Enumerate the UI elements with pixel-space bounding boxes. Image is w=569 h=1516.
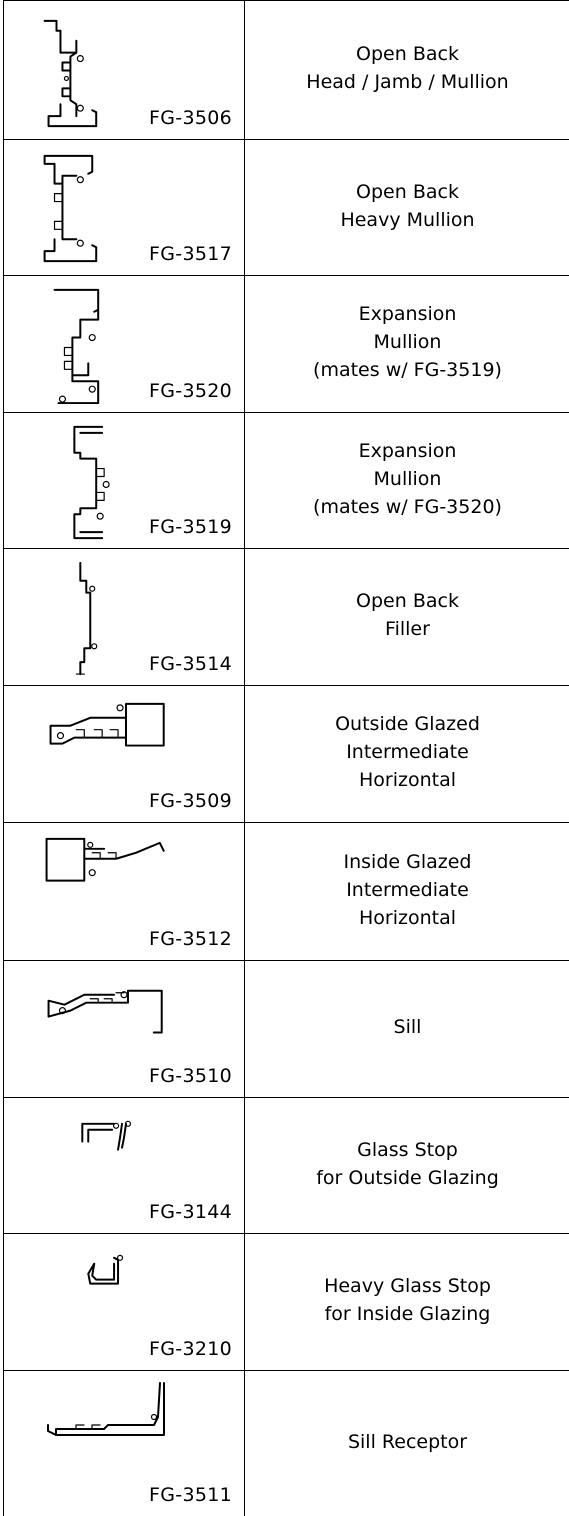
profile-drawing-fg3514	[75, 561, 98, 676]
part-number: FG-3514	[149, 653, 232, 675]
table-row: FG-3210 Heavy Glass Stop for Inside Glaz…	[4, 1234, 569, 1371]
table-row: FG-3506 Open Back Head / Jamb / Mullion	[4, 1, 569, 140]
table-row: FG-3520 Expansion Mullion (mates w/ FG-3…	[4, 276, 569, 413]
profile-table: FG-3506 Open Back Head / Jamb / Mullion …	[3, 0, 569, 1516]
description: Sill	[393, 1016, 422, 1038]
profile-cell: FG-3510	[4, 961, 245, 1097]
table-row: FG-3511 Sill Receptor	[4, 1371, 569, 1516]
description: Glass Stop for Outside Glazing	[316, 1138, 499, 1189]
description-cell: Outside Glazed Intermediate Horizontal	[245, 686, 569, 822]
part-number: FG-3519	[149, 516, 232, 538]
table-row: FG-3519 Expansion Mullion (mates w/ FG-3…	[4, 413, 569, 549]
description: Expansion Mullion (mates w/ FG-3519)	[313, 303, 502, 381]
profile-drawing-fg3509	[49, 702, 165, 747]
profile-cell: FG-3144	[4, 1098, 245, 1233]
profile-drawing-fg3506	[43, 19, 98, 128]
description-cell: Open Back Heavy Mullion	[245, 140, 569, 275]
profile-drawing-fg3519	[73, 425, 110, 540]
description-cell: Heavy Glass Stop for Inside Glazing	[245, 1234, 569, 1370]
description-cell: Inside Glazed Intermediate Horizontal	[245, 823, 569, 960]
part-number: FG-3510	[149, 1065, 232, 1087]
description-cell: Sill	[245, 961, 569, 1097]
description: Open Back Head / Jamb / Mullion	[306, 43, 509, 93]
part-number: FG-3512	[149, 928, 232, 950]
profile-cell: FG-3512	[4, 823, 245, 960]
profile-cell: FG-3514	[4, 549, 245, 685]
part-number: FG-3511	[149, 1484, 232, 1506]
description: Outside Glazed Intermediate Horizontal	[335, 713, 480, 791]
profile-drawing-fg3210	[87, 1254, 124, 1285]
description: Sill Receptor	[347, 1430, 468, 1453]
description-cell: Sill Receptor	[245, 1371, 569, 1516]
description-cell: Open Back Head / Jamb / Mullion	[245, 1, 569, 139]
part-number: FG-3506	[149, 107, 232, 129]
table-row: FG-3517 Open Back Heavy Mullion	[4, 140, 569, 276]
description: Open Back Heavy Mullion	[340, 180, 475, 231]
part-number: FG-3509	[149, 790, 232, 812]
profile-cell: FG-3519	[4, 413, 245, 548]
part-number: FG-3144	[149, 1201, 232, 1223]
description-cell: Expansion Mullion (mates w/ FG-3520)	[245, 413, 569, 548]
profile-drawing-fg3517	[43, 154, 98, 263]
profile-drawing-fg3512	[45, 837, 165, 882]
description-cell: Glass Stop for Outside Glazing	[245, 1098, 569, 1233]
description: Expansion Mullion (mates w/ FG-3520)	[313, 439, 502, 518]
part-number: FG-3517	[149, 243, 232, 265]
profile-drawing-fg3144	[81, 1120, 132, 1151]
profile-cell: FG-3506	[4, 1, 245, 139]
table-row: FG-3509 Outside Glazed Intermediate Hori…	[4, 686, 569, 823]
profile-cell: FG-3210	[4, 1234, 245, 1370]
part-number: FG-3210	[149, 1338, 232, 1360]
description-cell: Open Back Filler	[245, 549, 569, 685]
profile-cell: FG-3520	[4, 276, 245, 412]
description: Inside Glazed Intermediate Horizontal	[343, 850, 472, 929]
profile-cell: FG-3511	[4, 1371, 245, 1516]
description-cell: Expansion Mullion (mates w/ FG-3519)	[245, 276, 569, 412]
table-row: FG-3144 Glass Stop for Outside Glazing	[4, 1098, 569, 1234]
table-row: FG-3512 Inside Glazed Intermediate Horiz…	[4, 823, 569, 961]
profile-drawing-fg3511	[47, 1382, 165, 1436]
table-row: FG-3514 Open Back Filler	[4, 549, 569, 686]
description: Heavy Glass Stop for Inside Glazing	[324, 1275, 491, 1325]
part-number: FG-3520	[149, 380, 232, 402]
table-row: FG-3510 Sill	[4, 961, 569, 1098]
description: Open Back Filler	[356, 590, 459, 640]
profile-cell: FG-3509	[4, 686, 245, 822]
profile-drawing-fg3520	[53, 288, 100, 405]
profile-cell: FG-3517	[4, 140, 245, 275]
profile-drawing-fg3510	[47, 989, 163, 1034]
